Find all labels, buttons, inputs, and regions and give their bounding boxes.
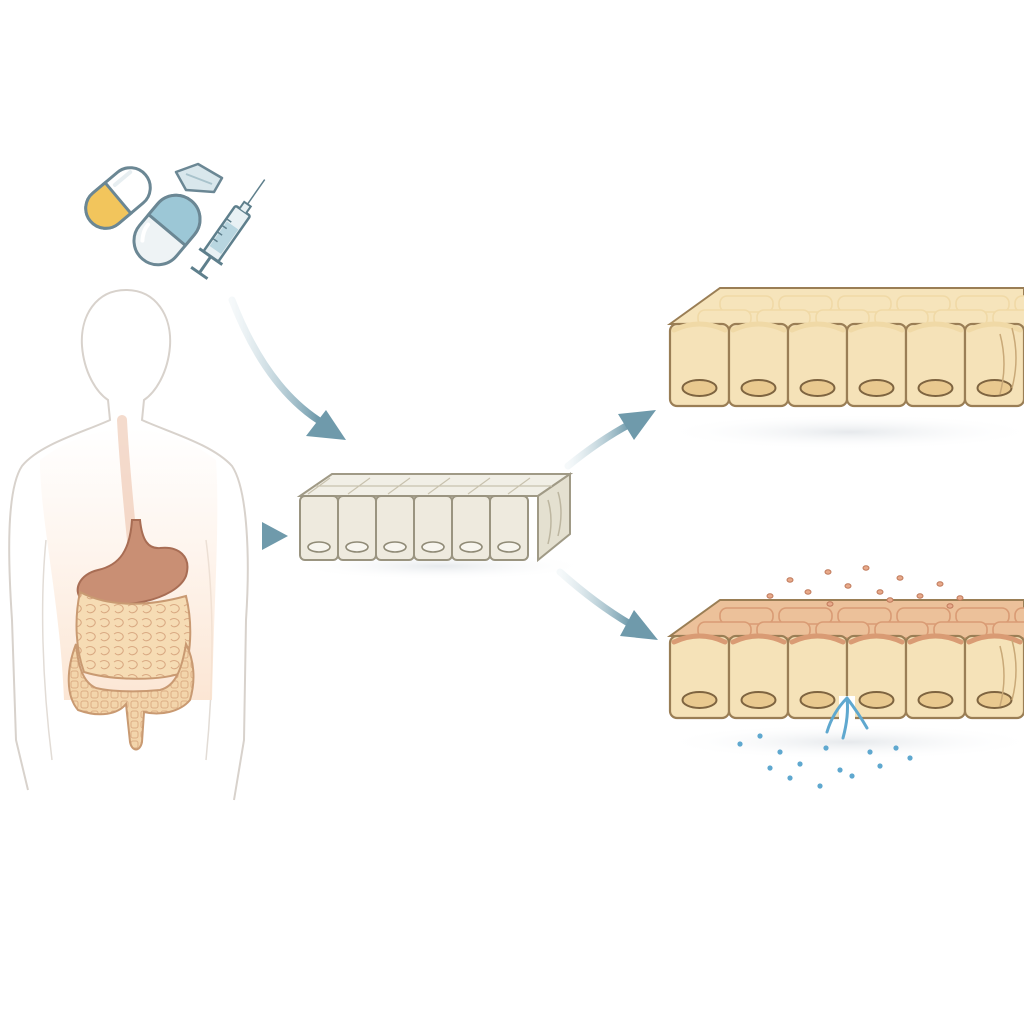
cell [668,321,731,408]
fluid-drop [849,773,855,779]
fluid-drop [737,741,743,747]
cell [451,495,491,561]
cell-top [1014,295,1024,313]
intact-epithelial-sheet [660,287,1024,450]
fluid-drop [797,761,803,767]
cell [299,495,339,561]
cell [904,321,967,408]
fluid-drop [823,745,829,751]
fluid-drop [777,749,783,755]
leaky-epithelial-sheet [660,565,1024,789]
center-epithelial-sheet [290,472,590,580]
tablet-icon [174,162,224,194]
arrow-drugs-to-tissue [228,296,346,440]
released-particles [766,565,964,609]
fluid-drop [767,765,773,771]
cell [727,633,790,720]
cell [337,495,377,561]
cell [845,321,908,408]
fluid-drop [877,763,883,769]
capsule-blue-icon [132,193,202,267]
cell [904,633,967,720]
fluid-drop [893,745,899,751]
fluid-drop [867,749,873,755]
large-intestine [67,640,195,751]
fluid-drop [907,755,913,761]
syringe-icon [190,179,266,280]
fluid-drop [757,733,763,739]
cell [963,633,1024,720]
drugs-group [84,162,266,280]
cell-top [1014,607,1024,625]
cell [786,321,849,408]
small-intestine [75,590,192,680]
capsule-yellow-icon [84,166,152,230]
arrow-to-leaky [556,568,658,640]
cell [727,321,790,408]
cell [375,495,415,561]
cell [668,633,731,720]
leak-fluid-icon [737,696,913,789]
fluid-drop [837,767,843,773]
fluid-drop [817,783,823,789]
arrow-to-intact [564,410,656,470]
cell [845,633,908,720]
digestive-tract [67,519,195,751]
cell [413,495,453,561]
arrow-body-to-tissue [206,522,288,550]
cell [489,495,529,561]
stomach [76,519,189,606]
cell [786,633,849,720]
fluid-drop [787,775,793,781]
cell [963,321,1024,408]
